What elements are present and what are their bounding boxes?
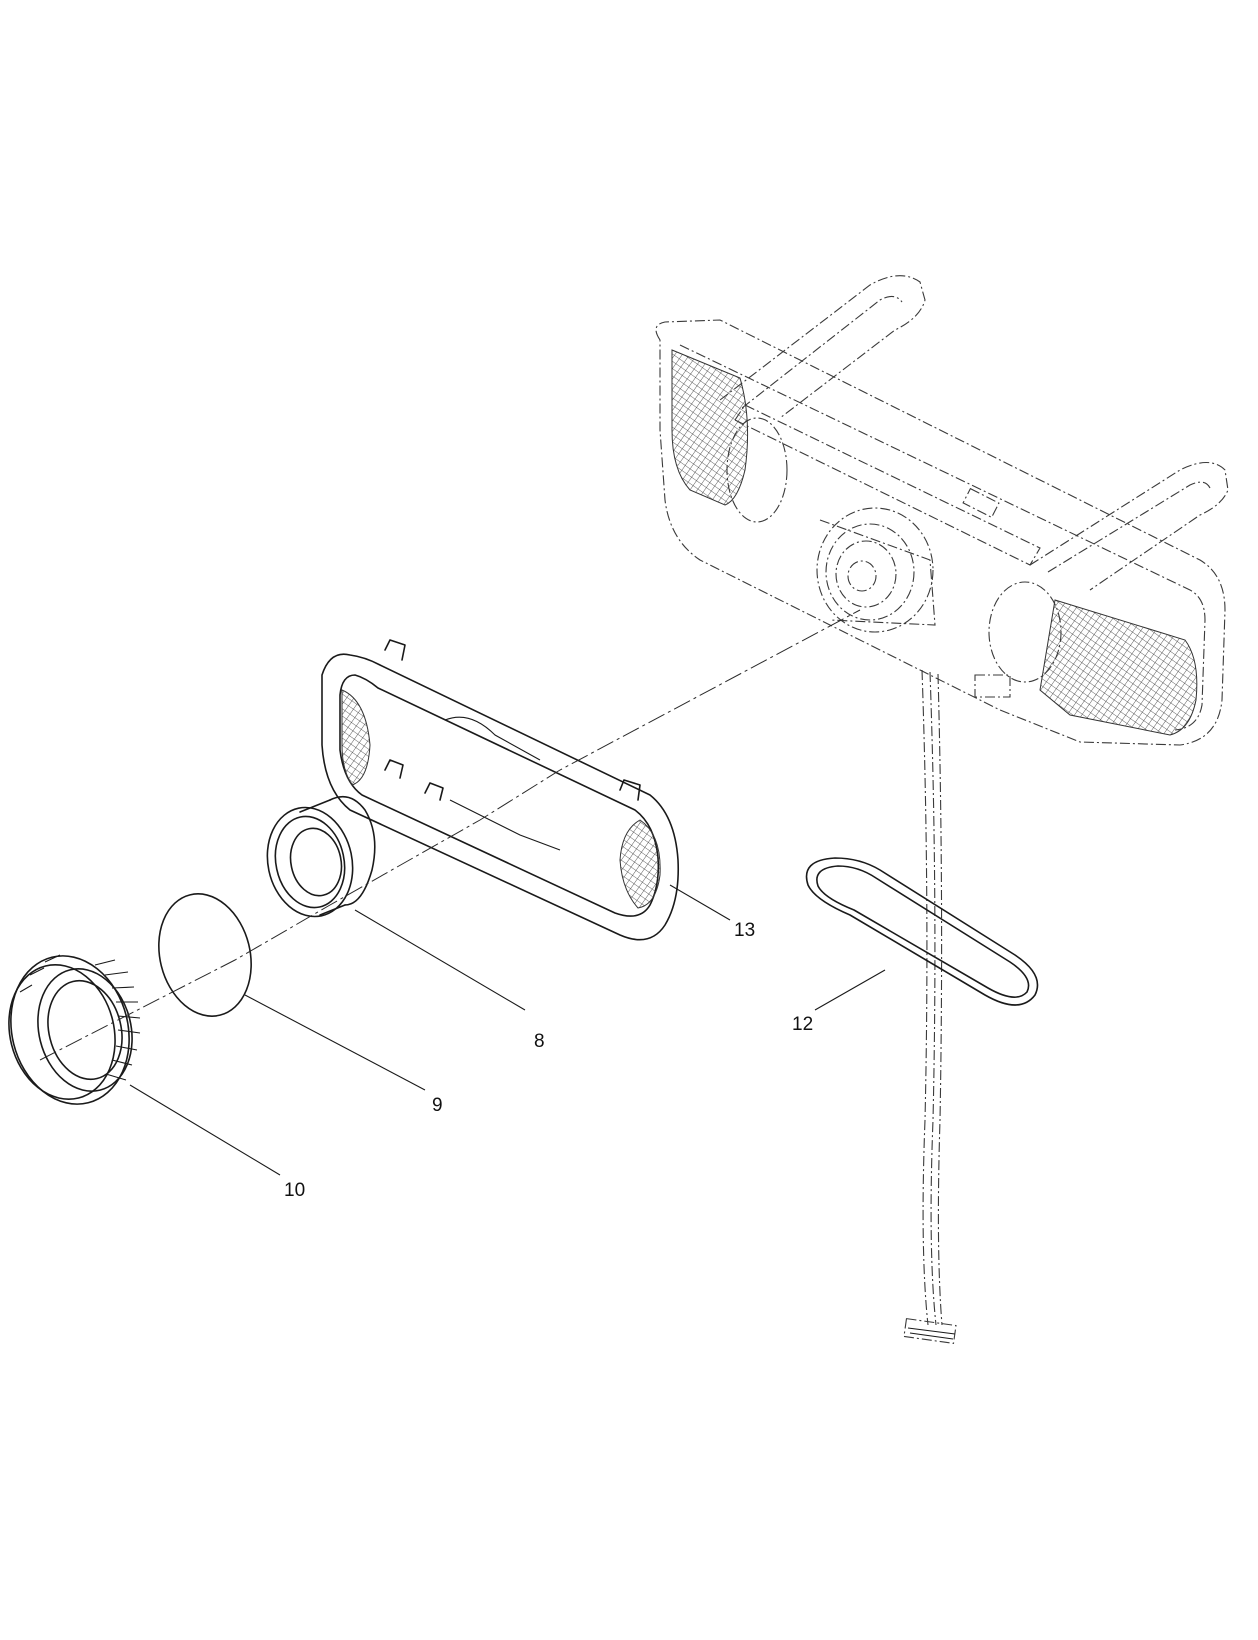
callout-8: 8 — [534, 1031, 545, 1052]
part-12-gasket — [805, 857, 1039, 1006]
part-9-lens — [158, 893, 252, 1017]
part-10-retaining-nut — [8, 954, 141, 1105]
headlight-housing-phantom — [655, 275, 1229, 746]
callout-9: 9 — [432, 1095, 443, 1116]
part-8-socket — [266, 795, 376, 918]
part-13-bezel — [321, 639, 680, 941]
callout-12: 12 — [792, 1014, 813, 1035]
leader-lines — [129, 884, 886, 1176]
callout-13: 13 — [734, 920, 755, 941]
callout-10: 10 — [284, 1180, 305, 1201]
assembly-centerline — [39, 609, 861, 1061]
wiring-harness-phantom — [903, 669, 957, 1345]
